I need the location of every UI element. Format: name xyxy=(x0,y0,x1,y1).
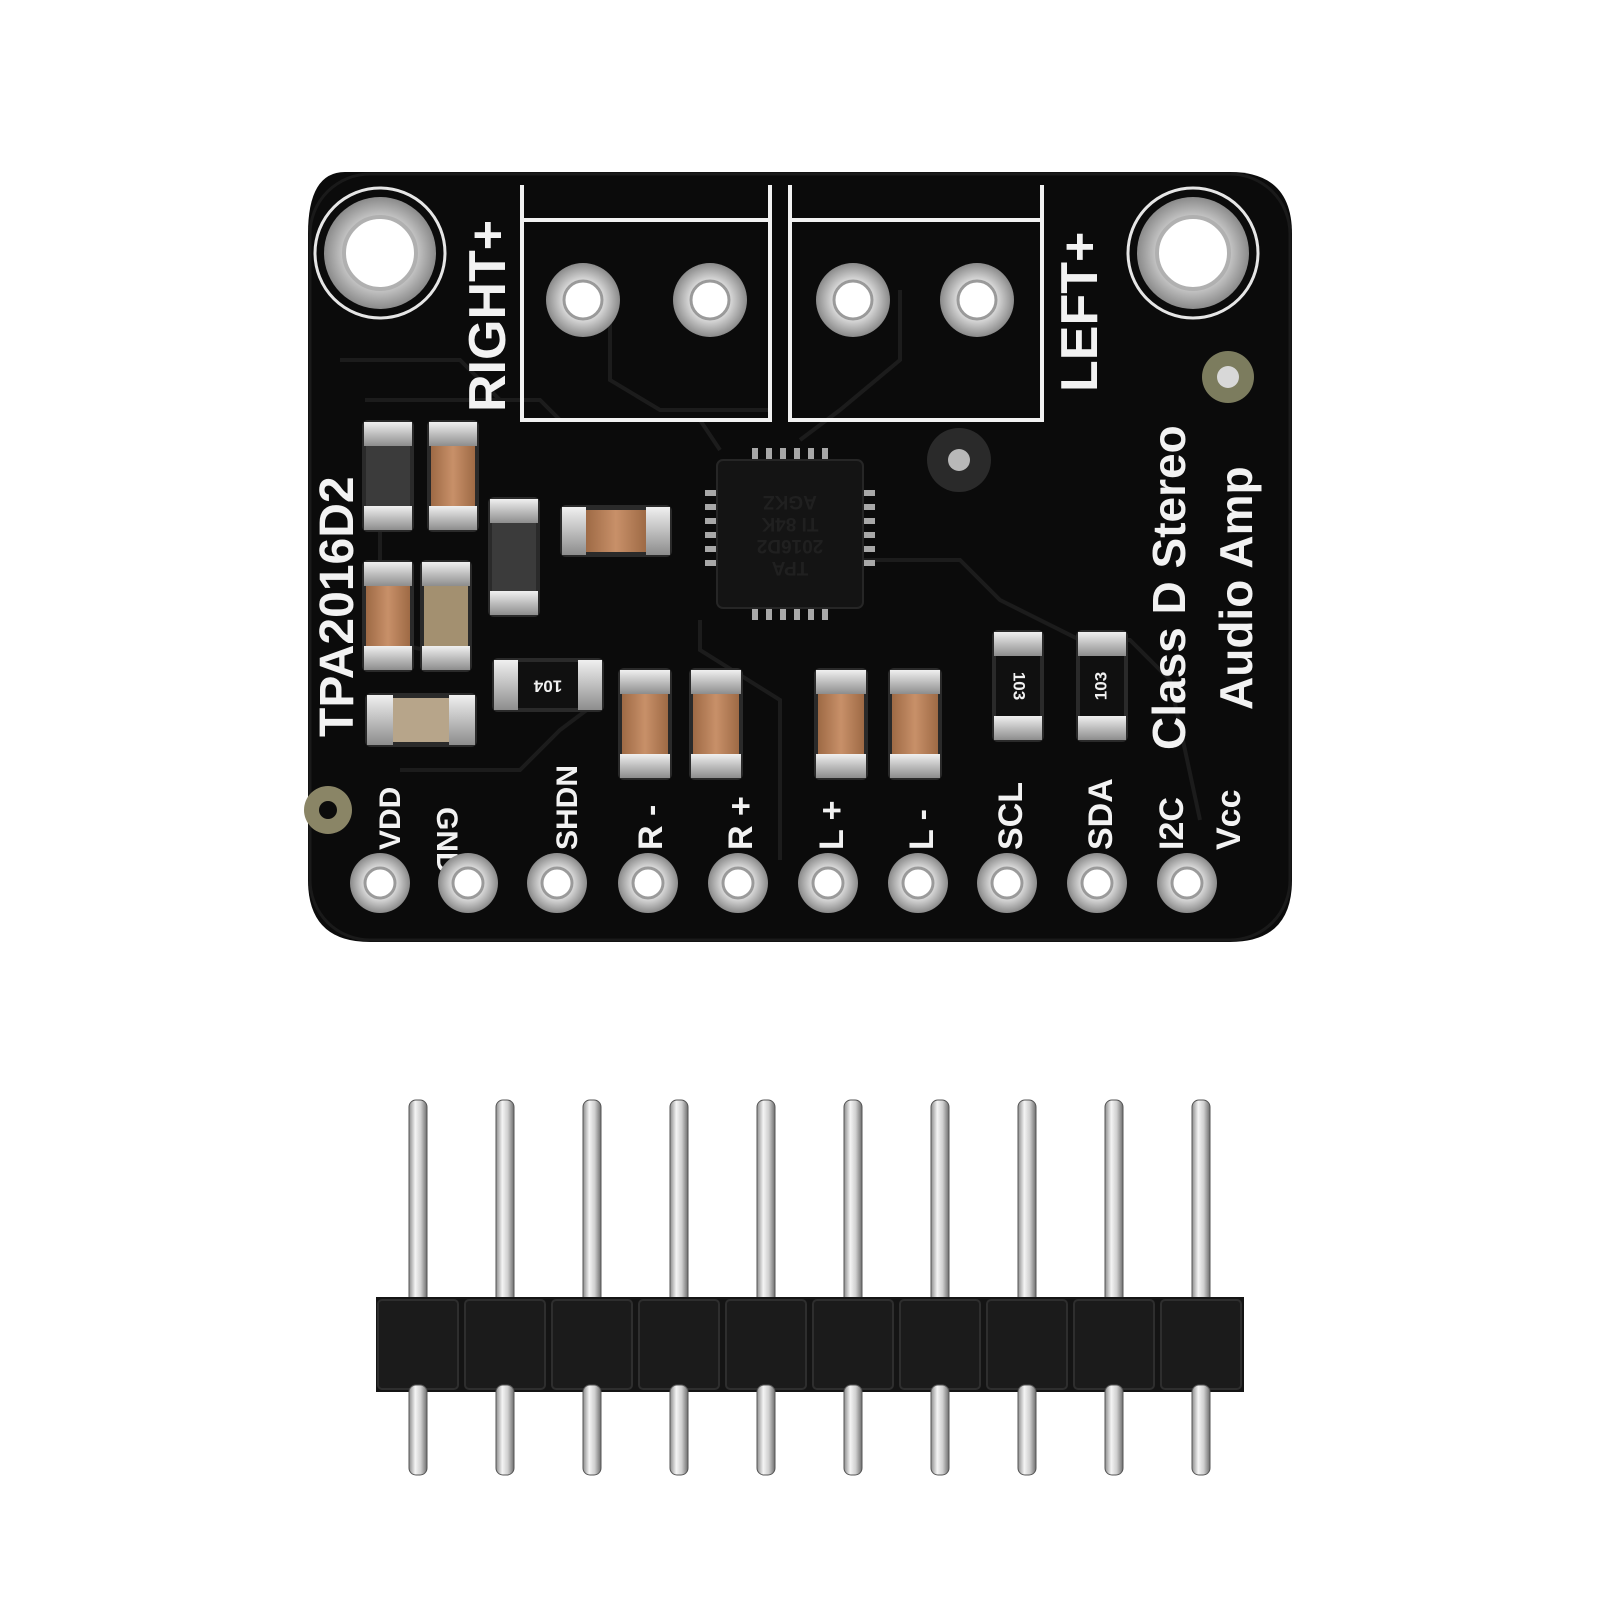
header-plastic-segment xyxy=(377,1299,459,1390)
board-title-line1: Class D Stereo xyxy=(1143,425,1195,750)
header-plastic-segment xyxy=(464,1299,546,1390)
fiducial-pad xyxy=(304,351,1254,834)
header-plastic-segment xyxy=(899,1299,981,1390)
smd-component xyxy=(365,693,477,747)
header-pin xyxy=(1191,1099,1211,1306)
ic-marking-line2: 2016D2 xyxy=(757,535,824,556)
header-pad xyxy=(977,853,1037,913)
terminal-label-left: LEFT+ xyxy=(1051,232,1109,392)
smd-component xyxy=(888,668,942,780)
header-plastic-segment xyxy=(725,1299,807,1390)
header-plastic-segment xyxy=(986,1299,1068,1390)
header-pad xyxy=(618,853,678,913)
resistor-103: 103 xyxy=(1076,630,1128,742)
header-pad xyxy=(438,853,498,913)
header-pin xyxy=(1191,1384,1211,1476)
pin-label: SHDN xyxy=(551,765,584,850)
header-pad xyxy=(1157,853,1217,913)
header-plastic-segment xyxy=(638,1299,720,1390)
mounting-hole-left xyxy=(313,186,447,320)
header-pad xyxy=(888,853,948,913)
board-title-line2: Audio Amp xyxy=(1210,466,1262,710)
header-plastic-segment xyxy=(1160,1299,1242,1390)
smd-component xyxy=(814,668,868,780)
pin-label: R + xyxy=(722,796,760,850)
pin-label: L + xyxy=(813,801,851,850)
header-pin xyxy=(669,1384,689,1476)
mounting-hole-right xyxy=(1126,186,1260,320)
header-pin xyxy=(495,1384,515,1476)
header-pin xyxy=(408,1099,428,1306)
header-pin xyxy=(930,1099,950,1306)
smd-component xyxy=(427,420,479,532)
smd-component xyxy=(560,505,672,557)
header-pin xyxy=(930,1384,950,1476)
header-pad xyxy=(350,853,410,913)
header-pin xyxy=(843,1099,863,1306)
smd-component xyxy=(689,668,743,780)
pin-header-strip xyxy=(376,1099,1244,1476)
pin-labels: VDD GND SHDN R - R + L + L - SCL SDA I2C… xyxy=(374,765,1248,874)
header-pad xyxy=(798,853,858,913)
resistor-103: 103 xyxy=(992,630,1044,742)
header-plastic-segment xyxy=(812,1299,894,1390)
header-pin xyxy=(408,1384,428,1476)
terminal-pads xyxy=(546,263,1014,337)
header-pin xyxy=(582,1384,602,1476)
header-pads xyxy=(350,853,1217,913)
terminal-outline-right xyxy=(520,185,772,422)
header-pin xyxy=(495,1099,515,1306)
smd-component xyxy=(420,560,472,672)
pin-label: Vcc xyxy=(1210,790,1248,851)
pin-label: SCL xyxy=(992,782,1030,850)
resistor-code: 104 xyxy=(533,677,562,696)
terminal-label-right: RIGHT+ xyxy=(459,220,517,412)
ic-marking-line1: TPA xyxy=(771,557,808,578)
header-plastic-segment xyxy=(1073,1299,1155,1390)
smd-component xyxy=(488,497,540,617)
pin-label: SDA xyxy=(1082,778,1120,850)
header-pin xyxy=(1017,1384,1037,1476)
header-pad xyxy=(527,853,587,913)
header-pin xyxy=(1017,1099,1037,1306)
header-pin xyxy=(756,1384,776,1476)
header-pin xyxy=(1104,1384,1124,1476)
smd-component xyxy=(362,420,414,532)
header-pin xyxy=(582,1099,602,1306)
chip-name-label: TPA2016D2 xyxy=(311,476,364,737)
header-pad xyxy=(1067,853,1127,913)
pin-label: L - xyxy=(903,809,941,850)
pin-label: I2C xyxy=(1153,797,1191,850)
amplifier-chip: TPA 2016D2 TI 84K AGKZ xyxy=(705,448,875,620)
header-plastic-segment xyxy=(551,1299,633,1390)
ic-marking-line4: AGKZ xyxy=(763,491,817,512)
terminal-outline-left xyxy=(788,185,1044,422)
header-pin xyxy=(843,1384,863,1476)
resistor-104: 104 xyxy=(492,658,604,712)
header-pin xyxy=(756,1099,776,1306)
smd-component xyxy=(362,560,414,672)
pin-label: VDD xyxy=(374,787,407,850)
pin-label: R - xyxy=(632,805,670,850)
header-pin xyxy=(669,1099,689,1306)
smd-component xyxy=(618,668,672,780)
resistor-code: 103 xyxy=(1010,672,1029,700)
header-pin xyxy=(1104,1099,1124,1306)
resistor-code: 103 xyxy=(1091,672,1110,700)
ic-marking-line3: TI 84K xyxy=(761,513,818,534)
header-pad xyxy=(708,853,768,913)
